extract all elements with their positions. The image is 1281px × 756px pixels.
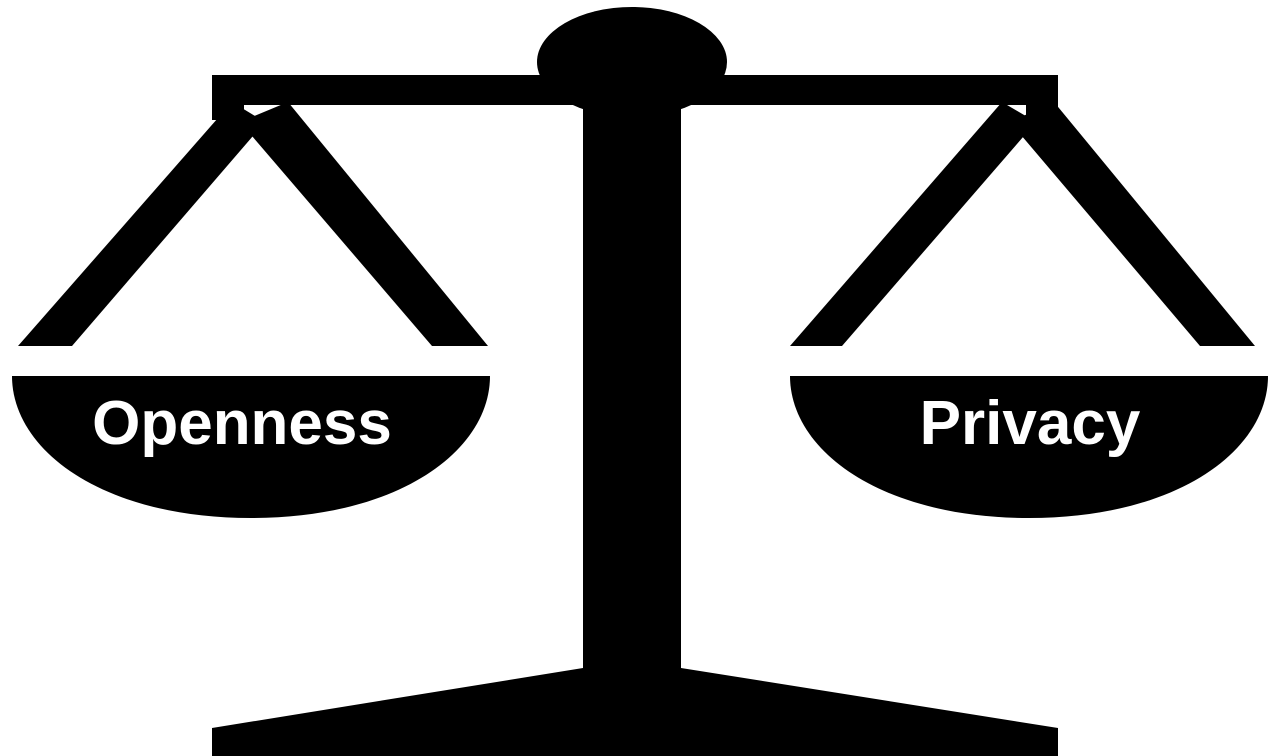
left-pan-right-chain xyxy=(240,102,488,346)
right-pan-label: Privacy xyxy=(920,389,1141,458)
right-pan-right-chain xyxy=(1010,102,1255,346)
left-pan-label: Openness xyxy=(92,389,392,458)
scale-base xyxy=(212,668,1058,756)
left-pan-left-chain xyxy=(18,102,265,346)
scale-pillar xyxy=(583,85,681,685)
right-pan-left-chain xyxy=(790,102,1036,346)
